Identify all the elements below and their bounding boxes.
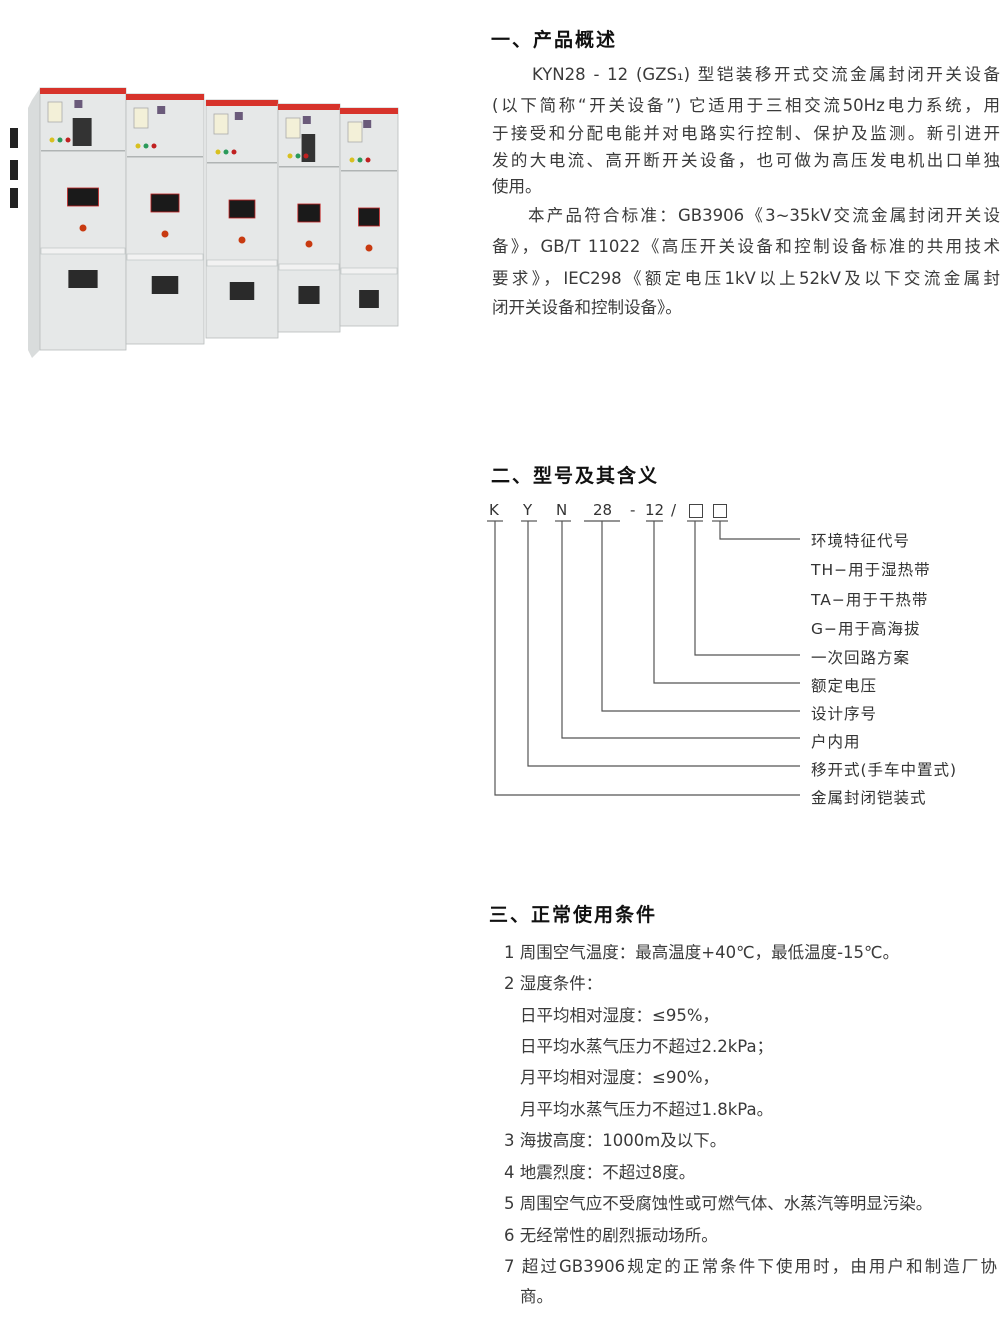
- model-label: TH−用于湿热带: [811, 561, 931, 579]
- condition-item: 5 周围空气应不受腐蚀性或可燃气体、水蒸汽等明显污染。: [504, 1194, 933, 1213]
- model-label: 金属封闭铠装式: [811, 789, 927, 807]
- model-label: 额定电压: [811, 677, 878, 695]
- condition-item: 日平均相对湿度：≤95%，: [520, 1006, 719, 1025]
- model-diagram-lines: [487, 520, 800, 796]
- product-image: [10, 80, 400, 358]
- condition-item: 1 周围空气温度：最高温度+40℃，最低温度-15℃。: [504, 943, 900, 962]
- condition-item: 4 地震烈度：不超过8度。: [504, 1163, 696, 1182]
- code-box-2: [713, 504, 727, 518]
- code-dash: -: [630, 501, 636, 519]
- paragraph-line: 要求》，IEC298《额定电压1kV以上52kV及以下交流金属封: [492, 269, 1000, 288]
- model-label: 设计序号: [811, 705, 878, 723]
- model-label: 移开式(手车中置式): [811, 761, 958, 779]
- model-label: 户内用: [811, 733, 861, 751]
- paragraph-line: (以下简称“开关设备”) 它适用于三相交流50Hz电力系统，用: [492, 96, 1000, 115]
- section3-heading: 三、正常使用条件: [489, 904, 658, 926]
- condition-item: 日平均水蒸气压力不超过2.2kPa；: [520, 1037, 774, 1056]
- paragraph-line: 发的大电流、高开断开关设备，也可做为高压发电机出口单独: [492, 151, 1000, 170]
- paragraph-line: 使用。: [492, 177, 542, 196]
- condition-item: 6 无经常性的剧烈振动场所。: [504, 1226, 718, 1245]
- condition-item: 2 湿度条件：: [504, 974, 603, 993]
- code-28: 28: [593, 501, 613, 519]
- cabinet-2: [125, 93, 205, 345]
- condition-item: 7 超过GB3906规定的正常条件下使用时，由用户和制造厂协: [504, 1257, 997, 1276]
- paragraph-line: 闭开关设备和控制设备》。: [492, 298, 682, 317]
- model-label: TA−用于干热带: [811, 591, 929, 609]
- model-label: 环境特征代号: [811, 532, 911, 550]
- condition-item: 月平均水蒸气压力不超过1.8kPa。: [520, 1100, 774, 1119]
- paragraph-line: 备》，GB/T 11022《高压开关设备和控制设备标准的共用技术: [492, 237, 1000, 256]
- section2-heading: 二、型号及其含义: [491, 465, 660, 487]
- condition-item: 月平均相对湿度：≤90%，: [520, 1068, 719, 1087]
- paragraph-line: 于接受和分配电能并对电路实行控制、保护及监测。新引进开: [492, 124, 1000, 143]
- condition-item: 商。: [520, 1287, 553, 1306]
- code-k: K: [489, 501, 499, 519]
- paragraph-line: KYN28 - 12 (GZS₁) 型铠装移开式交流金属封闭开关设备: [532, 65, 1000, 84]
- section1-heading: 一、产品概述: [491, 29, 618, 51]
- paragraph-line: 本产品符合标准：GB3906《3~35kV交流金属封闭开关设: [528, 206, 1000, 225]
- code-12: 12: [645, 501, 665, 519]
- model-label: 一次回路方案: [811, 649, 911, 667]
- code-slash: /: [671, 501, 677, 519]
- code-n: N: [556, 501, 568, 519]
- condition-item: 3 海拔高度：1000m及以下。: [504, 1131, 727, 1150]
- model-label: G−用于高海拔: [811, 620, 921, 638]
- code-box-1: [689, 504, 703, 518]
- code-y: Y: [523, 501, 533, 519]
